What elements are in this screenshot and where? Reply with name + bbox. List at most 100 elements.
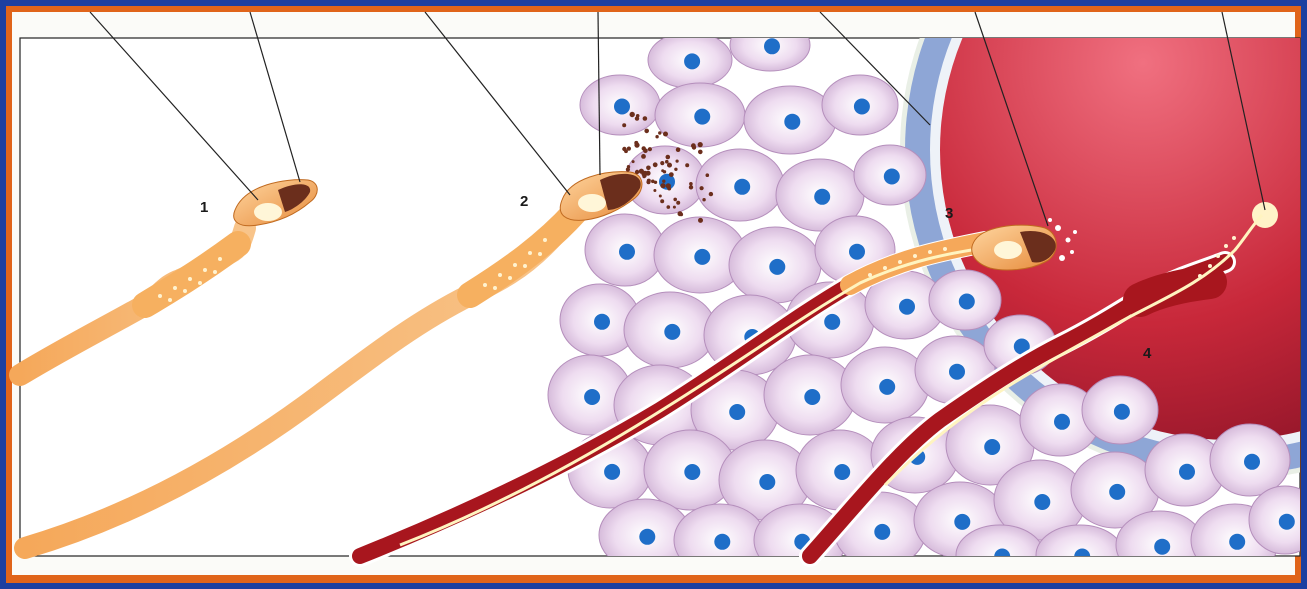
corona-cell-nucleus	[854, 99, 870, 115]
enzyme-dot	[641, 171, 646, 176]
enzyme-dot	[676, 147, 681, 152]
enzyme-dot	[635, 170, 639, 174]
corona-cell-nucleus	[879, 379, 895, 395]
enzyme-dot	[627, 147, 631, 151]
stage-label-3: 3	[945, 205, 953, 222]
corona-cell-nucleus	[1054, 414, 1070, 430]
corona-cell-nucleus	[639, 529, 655, 545]
enzyme-dot	[660, 183, 665, 188]
enzyme-dot	[659, 195, 662, 198]
corona-cell-nucleus	[824, 314, 840, 330]
enzyme-dot	[665, 160, 669, 164]
corona-cell-nucleus	[684, 53, 700, 69]
enzyme-dot	[666, 155, 671, 160]
enzyme-dot	[676, 160, 679, 163]
enzyme-dot	[666, 183, 671, 188]
corona-cell-nucleus	[734, 179, 750, 195]
corona-cell-nucleus	[849, 244, 865, 260]
corona-cell-nucleus	[684, 464, 700, 480]
corona-cell-nucleus	[1034, 494, 1050, 510]
corona-cell-nucleus	[949, 364, 965, 380]
corona-cell-nucleus	[1114, 404, 1130, 420]
enzyme-dot	[674, 168, 677, 171]
enzyme-dot	[643, 148, 648, 153]
stage-label-4: 4	[1143, 345, 1152, 362]
enzyme-dot	[634, 141, 638, 145]
corona-cell-nucleus	[899, 299, 915, 315]
enzyme-dot	[698, 218, 703, 223]
enzyme-dot	[627, 165, 630, 168]
enzyme-dot	[673, 206, 676, 209]
enzyme-dot	[648, 147, 652, 151]
enzyme-dot	[643, 116, 648, 121]
corona-cell-nucleus	[614, 99, 630, 115]
enzyme-dot	[680, 213, 683, 216]
corona-cell-nucleus	[814, 189, 830, 205]
enzyme-dot	[660, 161, 664, 165]
enzyme-dot	[641, 154, 646, 159]
enzyme-dot	[709, 192, 713, 196]
corona-cell-nucleus	[959, 294, 975, 310]
enzyme-dot	[661, 169, 664, 172]
corona-cell-nucleus	[594, 314, 610, 330]
enzyme-dot	[660, 199, 664, 203]
corona-cell-nucleus	[714, 534, 730, 550]
enzyme-dot	[622, 123, 626, 127]
enzyme-dot	[654, 181, 657, 184]
enzyme-dot	[646, 166, 651, 171]
enzyme-dot	[653, 189, 656, 192]
corona-cell-nucleus	[874, 524, 890, 540]
corona-cell-nucleus	[1179, 464, 1195, 480]
corona-cell-nucleus	[784, 114, 800, 130]
corona-cell-nucleus	[1154, 539, 1170, 555]
corona-cell-nucleus	[729, 404, 745, 420]
corona-cell-nucleus	[759, 474, 775, 490]
enzyme-dot	[667, 205, 671, 209]
corona-cell-nucleus	[804, 389, 820, 405]
corona-cell-nucleus	[664, 324, 680, 340]
corona-cell-nucleus	[954, 514, 970, 530]
enzyme-dot	[669, 172, 674, 177]
enzyme-dot	[630, 112, 635, 117]
corona-cell-nucleus	[1109, 484, 1125, 500]
enzyme-dot	[676, 201, 680, 205]
enzyme-dot	[655, 135, 658, 138]
corona-cell-nucleus	[694, 249, 710, 265]
enzyme-dot	[647, 179, 651, 183]
enzyme-dot	[653, 162, 658, 167]
corona-cell-nucleus	[884, 169, 900, 185]
enzyme-dot	[636, 114, 640, 118]
corona-cell-nucleus	[694, 109, 710, 125]
sperm-2-nucleus	[578, 194, 606, 212]
enzyme-dot	[698, 142, 703, 147]
corona-cell-nucleus	[1229, 534, 1245, 550]
enzyme-dot	[685, 163, 689, 167]
corona-cell-nucleus	[604, 464, 620, 480]
corona-cell-nucleus	[1244, 454, 1260, 470]
enzyme-dot	[663, 132, 668, 137]
enzyme-dot	[673, 198, 677, 202]
enzyme-dot	[644, 129, 649, 134]
enzyme-dot	[689, 185, 693, 189]
corona-cell-nucleus	[619, 244, 635, 260]
corona-cell-nucleus	[769, 259, 785, 275]
enzyme-dot	[632, 160, 635, 163]
enzyme-dot	[658, 131, 661, 134]
enzyme-dot	[706, 173, 710, 177]
corona-cell-nucleus	[984, 439, 1000, 455]
enzyme-dot	[662, 180, 665, 183]
enzyme-dot	[622, 147, 626, 151]
stage-label-2: 2	[520, 193, 528, 210]
stage-label-1: 1	[200, 199, 208, 216]
enzyme-dot	[702, 198, 705, 201]
enzyme-dot	[689, 182, 693, 186]
enzyme-dot	[667, 163, 672, 168]
enzyme-dot	[700, 186, 704, 190]
corona-cell-nucleus	[584, 389, 600, 405]
corona-cell-nucleus	[1279, 514, 1295, 530]
sperm-3-nucleus	[994, 241, 1022, 259]
corona-cell-nucleus	[834, 464, 850, 480]
sperm-1-nucleus	[254, 203, 282, 221]
